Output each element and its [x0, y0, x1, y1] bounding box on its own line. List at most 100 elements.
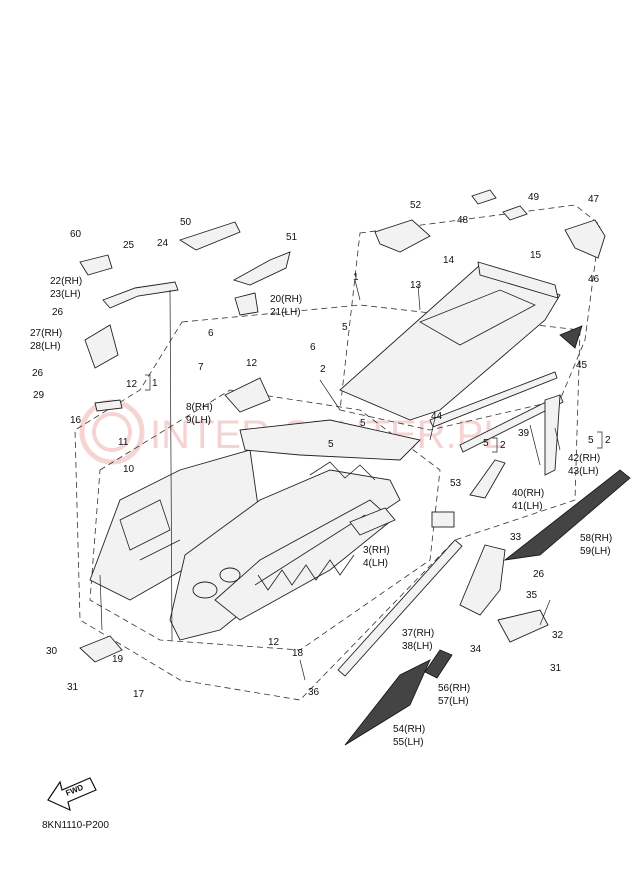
footrest-33 — [459, 544, 506, 616]
callout-24: 24 — [157, 238, 169, 249]
chassis-front-left — [89, 449, 261, 601]
callout-33: 33 — [510, 532, 522, 543]
callout-36: 36 — [308, 687, 320, 698]
callout-40: 40(RH) — [512, 488, 544, 499]
trim-45 — [559, 325, 583, 349]
callouts: 1 2 3(RH) 4(LH) 5 5 5 5 5 6 6 7 8(RH) 9(… — [30, 192, 612, 748]
callout-39: 39 — [518, 428, 530, 439]
callout-g2a: 2 — [605, 435, 611, 446]
callout-53: 53 — [450, 478, 462, 489]
callout-12c: 12 — [268, 637, 280, 648]
bracket-22-23 — [102, 281, 179, 309]
callout-55: 55(LH) — [393, 737, 424, 748]
callout-5b: 5 — [328, 439, 334, 450]
callout-35: 35 — [526, 590, 538, 601]
callout-45: 45 — [576, 360, 588, 371]
cover-60 — [79, 254, 113, 276]
callout-11: 11 — [118, 437, 129, 448]
callout-48: 48 — [457, 215, 469, 226]
callout-51: 51 — [286, 232, 298, 243]
callout-57: 57(LH) — [438, 696, 469, 707]
group-bracket-1: 1 — [145, 374, 158, 391]
group-bracket-2b: 2 — [492, 437, 506, 453]
callout-17: 17 — [133, 689, 145, 700]
decal-51 — [232, 251, 291, 286]
callout-2: 2 — [320, 364, 326, 375]
callout-10: 10 — [123, 464, 135, 475]
callout-5c: 5 — [360, 418, 366, 429]
group-bracket-2a: 2 — [597, 431, 611, 449]
callout-59: 59(LH) — [580, 546, 611, 557]
rail-44 — [429, 371, 558, 428]
callout-6b: 6 — [310, 342, 316, 353]
callout-18: 18 — [292, 648, 304, 659]
label-48 — [471, 189, 497, 205]
callout-26c: 26 — [533, 569, 545, 580]
callout-19: 19 — [112, 654, 124, 665]
callout-38: 38(LH) — [402, 641, 433, 652]
callout-6a: 6 — [208, 328, 214, 339]
strip-58-59 — [503, 469, 631, 561]
callout-g1: 1 — [152, 378, 158, 389]
callout-7: 7 — [198, 362, 204, 373]
callout-15: 15 — [530, 250, 542, 261]
callout-54: 54(RH) — [393, 724, 425, 735]
plate-3-4 — [349, 507, 396, 536]
callout-46: 46 — [588, 274, 600, 285]
tunnel-plate-13 — [339, 261, 561, 421]
plate-16 — [94, 399, 123, 412]
callout-50: 50 — [180, 217, 192, 228]
callout-28: 28(LH) — [30, 341, 61, 352]
callout-43: 43(LH) — [568, 466, 599, 477]
callout-44: 44 — [431, 411, 443, 422]
callout-4: 4(LH) — [363, 558, 388, 569]
callout-9: 9(LH) — [186, 415, 211, 426]
callout-58: 58(RH) — [580, 533, 612, 544]
cup-30 — [79, 635, 123, 663]
chassis-main — [169, 419, 421, 641]
bracket-8-9 — [224, 377, 271, 413]
callout-27: 27(RH) — [30, 328, 62, 339]
callout-16: 16 — [70, 415, 82, 426]
assembly-outlines — [74, 204, 601, 701]
step-32 — [497, 609, 549, 643]
callout-1: 1 — [353, 272, 359, 283]
fwd-arrow-icon: FWD — [47, 777, 97, 812]
callout-52: 52 — [410, 200, 422, 211]
callout-31b: 31 — [550, 663, 562, 674]
leader-lines — [99, 279, 561, 681]
callout-3: 3(RH) — [363, 545, 390, 556]
strut-42-43 — [544, 394, 561, 476]
callout-56: 56(RH) — [438, 683, 470, 694]
tube-37-38 — [337, 539, 463, 677]
callout-30: 30 — [46, 646, 58, 657]
callout-26a: 26 — [52, 307, 64, 318]
callout-g2b: 2 — [500, 440, 506, 451]
decal-50 — [178, 221, 241, 251]
bracket-27-28 — [84, 324, 119, 369]
callout-5e: 5 — [588, 435, 594, 446]
callout-37: 37(RH) — [402, 628, 434, 639]
callout-22: 22(RH) — [50, 276, 82, 287]
callout-25: 25 — [123, 240, 135, 251]
callout-32: 32 — [552, 630, 564, 641]
callout-8: 8(RH) — [186, 402, 213, 413]
pad-52 — [374, 219, 431, 253]
callout-49: 49 — [528, 192, 540, 203]
cap-20-21 — [234, 292, 259, 316]
callout-14: 14 — [443, 255, 455, 266]
callout-34: 34 — [470, 644, 482, 655]
callout-47: 47 — [588, 194, 600, 205]
callout-5d: 5 — [483, 438, 489, 449]
panel-54-55 — [344, 659, 431, 746]
callout-13: 13 — [410, 280, 422, 291]
callout-26b: 26 — [32, 368, 44, 379]
callout-21: 21(LH) — [270, 307, 301, 318]
bracket-46 — [564, 219, 606, 259]
callout-12a: 12 — [126, 379, 138, 390]
label-49 — [502, 205, 528, 221]
callout-60: 60 — [70, 229, 82, 240]
callout-20: 20(RH) — [270, 294, 302, 305]
